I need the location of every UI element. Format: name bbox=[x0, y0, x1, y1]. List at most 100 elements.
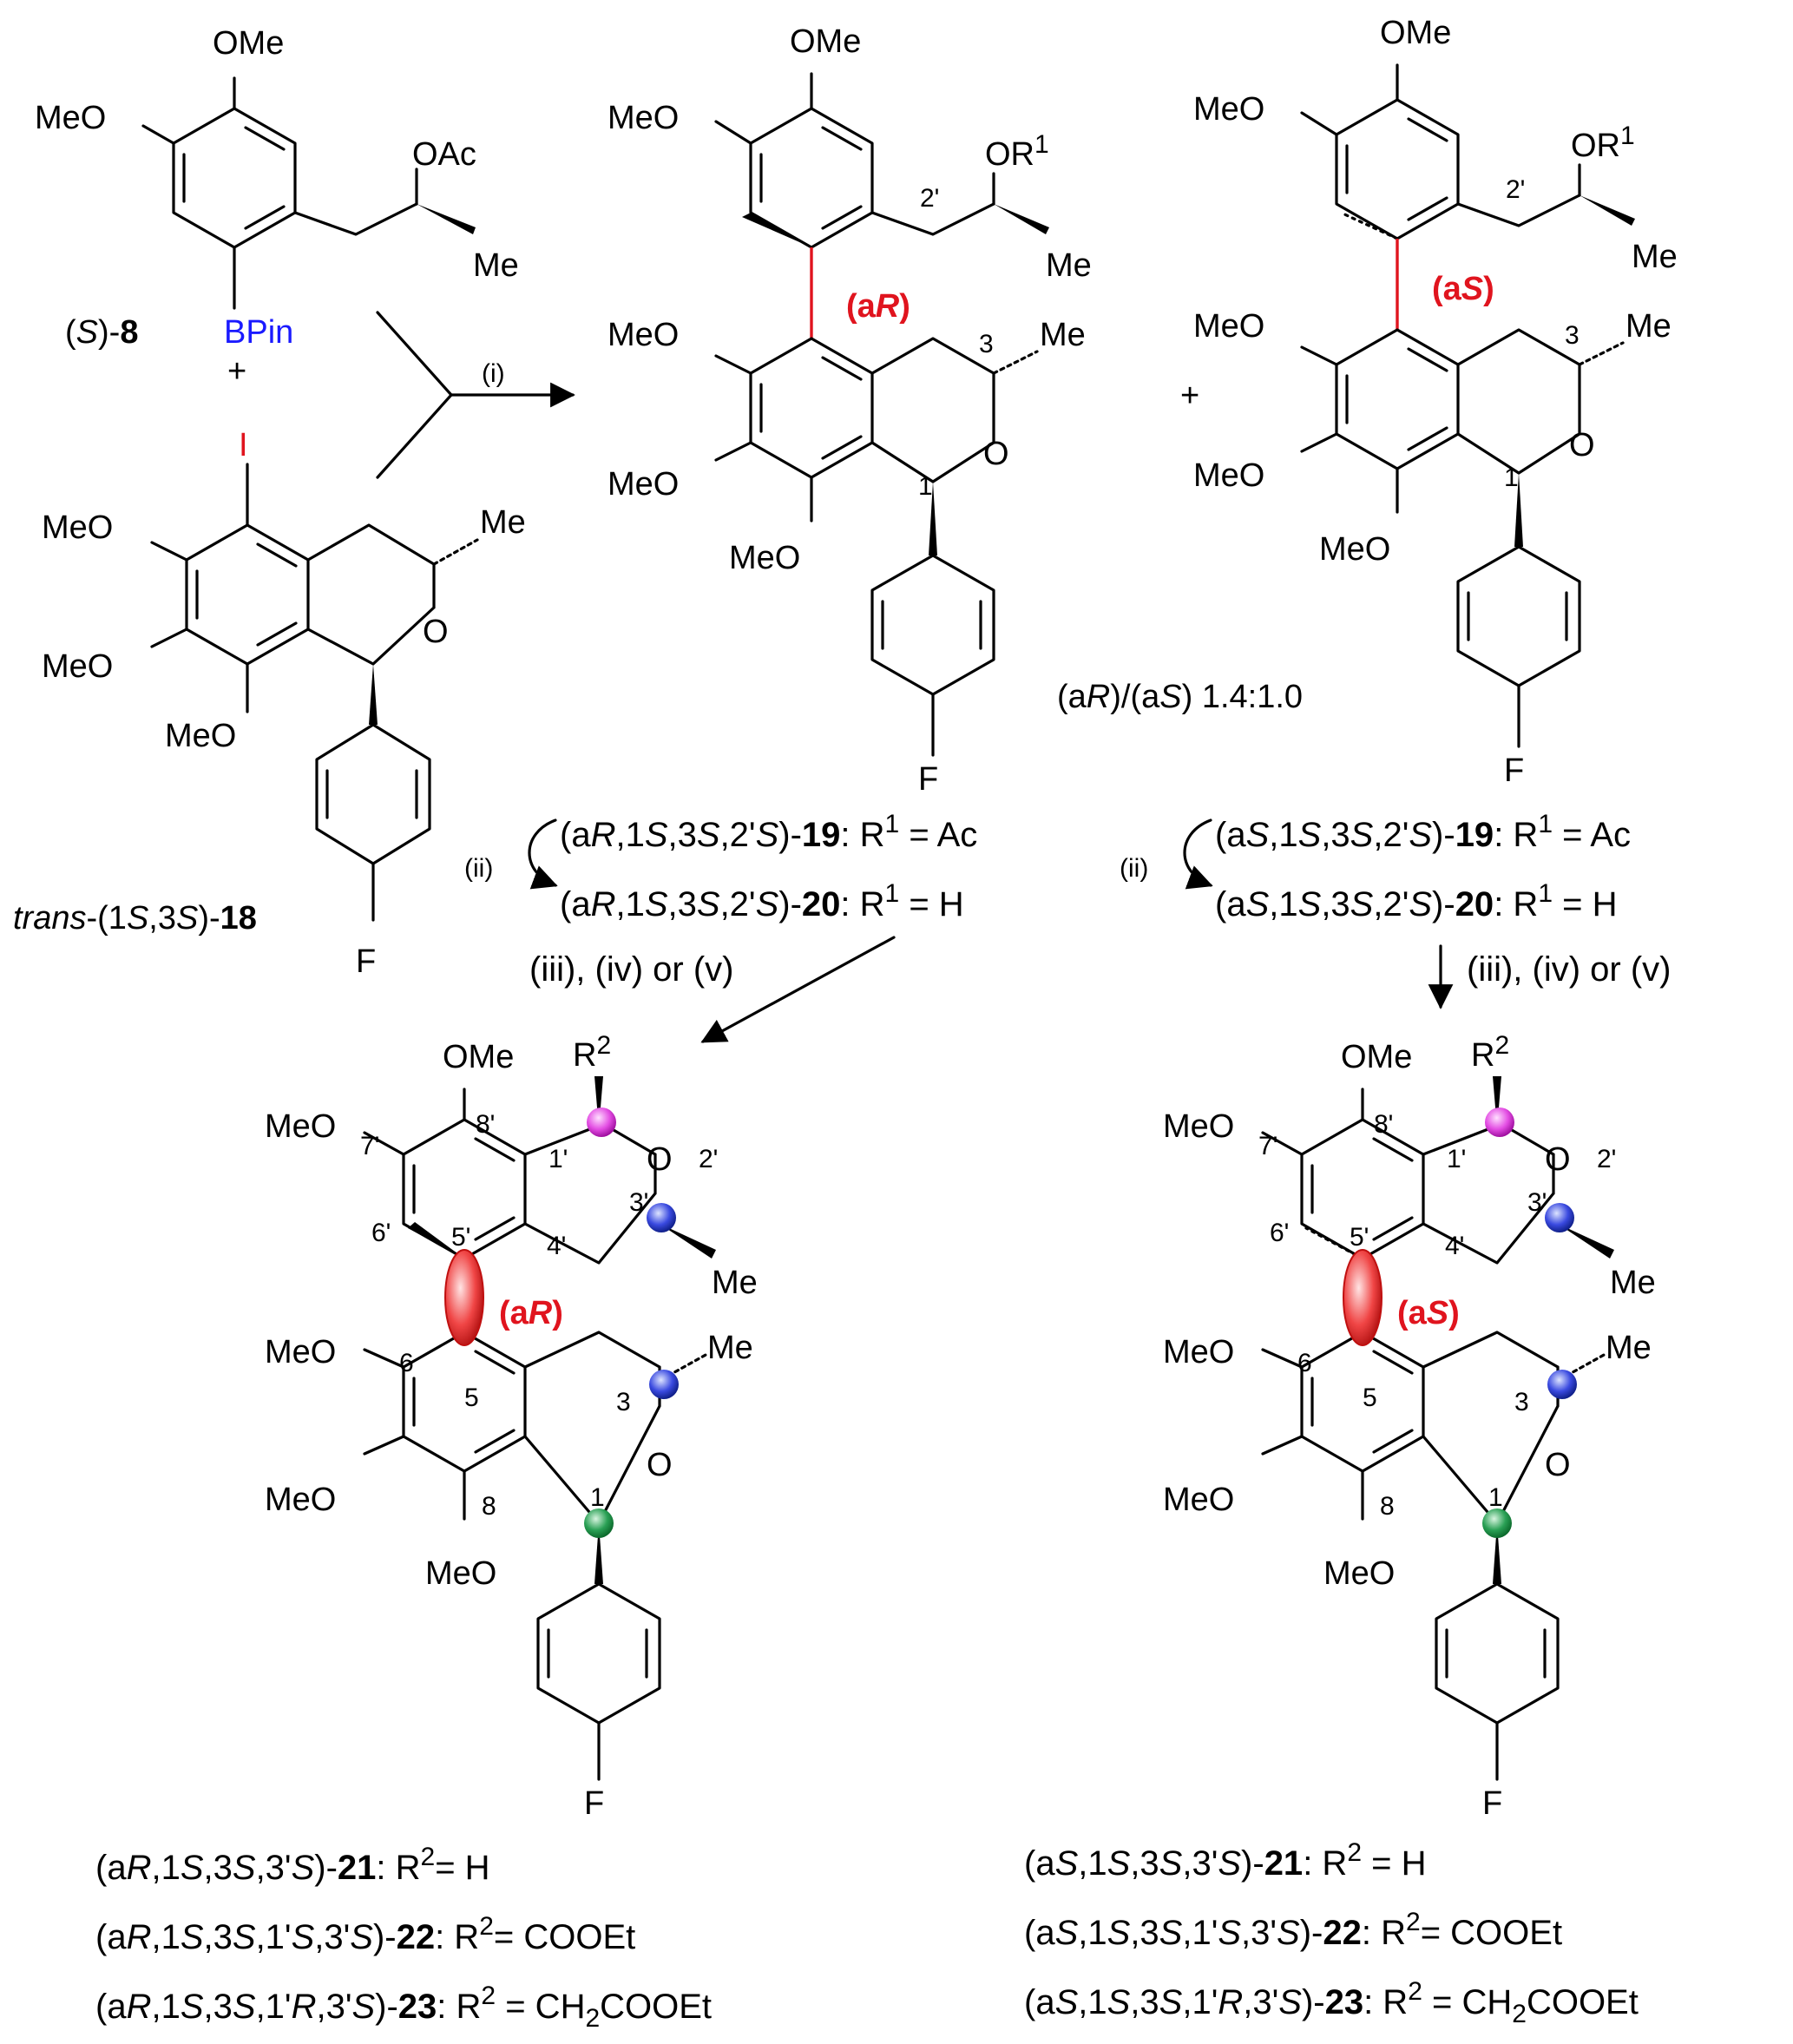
compound-as-21: OMe R2 MeO 7' 8' 1' O 2' 3' 4' 6' 5' Me … bbox=[1163, 1031, 1656, 1822]
label-meo: MeO bbox=[165, 718, 236, 754]
caption-ar-20: (aR,1S,3S,2'S)-20: R1 = H bbox=[560, 879, 964, 923]
label-meo: MeO bbox=[1319, 531, 1390, 568]
caption-ar-21: (aR,1S,3S,3'S)-21: R2= H bbox=[95, 1843, 490, 1887]
compound-ar-21: OMe R2 MeO 7' 8' 1' O 2' 3' 4' 6' 5' Me … bbox=[265, 1031, 758, 1822]
locant-1: 1 bbox=[1488, 1483, 1503, 1512]
stereocenter-marker-3p bbox=[647, 1203, 676, 1232]
label-me: Me bbox=[712, 1265, 758, 1301]
caption-as-22: (aS,1S,3S,1'S,3'S)-22: R2= COOEt bbox=[1024, 1908, 1562, 1952]
locant-7p: 7' bbox=[1258, 1132, 1277, 1160]
label-f: F bbox=[1504, 753, 1524, 789]
label-f: F bbox=[584, 1785, 604, 1822]
locant-8: 8 bbox=[482, 1492, 496, 1521]
step-ii-right: (ii) (aS,1S,3S,2'S)-19: R1 = Ac (aS,1S,3… bbox=[1120, 810, 1631, 923]
caption-as-21: (aS,1S,3S,3'S)-21: R2 = H bbox=[1024, 1838, 1426, 1883]
label-o: O bbox=[1545, 1141, 1571, 1178]
stereocenter-marker-3p bbox=[1545, 1203, 1574, 1232]
compound-as-19: OMe MeO OR1 2' Me (aS) MeO MeO MeO 3 Me … bbox=[1193, 15, 1678, 789]
locant-3p: 3' bbox=[1527, 1188, 1547, 1217]
locant-3: 3 bbox=[1514, 1388, 1529, 1416]
locant-6: 6 bbox=[399, 1349, 414, 1377]
caption-as-23: (aS,1S,3S,1'R,3'S)-23: R2 = CH2COOEt bbox=[1024, 1977, 1639, 2028]
label-r2: R2 bbox=[573, 1031, 611, 1074]
compound-ar-19: OMe MeO OR1 2' Me (aR) MeO MeO MeO 3 Me … bbox=[608, 23, 1092, 798]
locant-1: 1 bbox=[1504, 463, 1519, 492]
caption-ar-19: (aR,1S,3S,2'S)-19: R1 = Ac bbox=[560, 810, 977, 854]
label-meo: MeO bbox=[608, 466, 679, 503]
stereocenter-marker-1 bbox=[1482, 1508, 1512, 1538]
compound-label-18: trans-(1S,3S)-18 bbox=[13, 900, 257, 937]
caption-as-20: (aS,1S,3S,2'S)-20: R1 = H bbox=[1215, 879, 1617, 923]
locant-5p: 5' bbox=[451, 1223, 470, 1252]
conditions-left: (iii), (iv) or (v) bbox=[529, 950, 734, 989]
stereocenter-marker-1p bbox=[587, 1107, 616, 1137]
label-me: Me bbox=[707, 1330, 753, 1366]
ratio-text: (aR)/(aS) 1.4:1.0 bbox=[1057, 679, 1303, 715]
locant-2p: 2' bbox=[699, 1145, 718, 1173]
stereocenter-marker-1 bbox=[584, 1508, 614, 1538]
axial-chirality-marker bbox=[1343, 1249, 1383, 1346]
compound-18: I MeO MeO MeO Me O F trans-(1S,3S)-18 bbox=[13, 427, 526, 980]
locant-5: 5 bbox=[464, 1383, 479, 1412]
label-me: Me bbox=[473, 247, 519, 284]
stereocenter-marker-1p bbox=[1485, 1107, 1514, 1137]
label-iodo: I bbox=[239, 427, 248, 463]
label-ome: OMe bbox=[443, 1039, 514, 1075]
locant-1: 1 bbox=[590, 1483, 605, 1512]
locant-4p: 4' bbox=[1445, 1232, 1464, 1260]
label-bpin: BPin bbox=[224, 314, 293, 351]
locant-1p: 1' bbox=[548, 1145, 568, 1173]
arrow-left-cyclization bbox=[700, 936, 896, 1043]
compound-s8: OMe MeO OAc Me BPin (S)-8 + bbox=[35, 25, 519, 390]
stereo-tag-as: (aS) bbox=[1397, 1295, 1460, 1331]
label-me: Me bbox=[1046, 247, 1092, 284]
locant-3: 3 bbox=[616, 1388, 631, 1416]
label-o: O bbox=[423, 614, 449, 650]
stereo-tag-as: (aS) bbox=[1432, 271, 1494, 307]
label-o: O bbox=[1545, 1447, 1571, 1483]
step-i-label: (i) bbox=[482, 359, 505, 388]
step-ii-label: (ii) bbox=[464, 854, 493, 883]
locant-5: 5 bbox=[1363, 1383, 1377, 1412]
stereo-tag-ar: (aR) bbox=[499, 1295, 563, 1331]
plus-sign: + bbox=[1180, 378, 1199, 414]
label-meo: MeO bbox=[1193, 457, 1264, 494]
locant-1: 1 bbox=[918, 472, 933, 501]
step-ii-label: (ii) bbox=[1120, 854, 1148, 883]
label-meo: MeO bbox=[42, 648, 113, 685]
step-ii-left: (ii) (aR,1S,3S,2'S)-19: R1 = Ac (aR,1S,3… bbox=[464, 810, 977, 923]
stereocenter-marker-3 bbox=[1547, 1370, 1577, 1399]
label-ome: OMe bbox=[790, 23, 861, 60]
locant-8: 8 bbox=[1380, 1492, 1395, 1521]
locant-2p: 2' bbox=[920, 184, 939, 213]
label-ome: OMe bbox=[1341, 1039, 1412, 1075]
caption-ar-23: (aR,1S,3S,1'R,3'S)-23: R2 = CH2COOEt bbox=[95, 1982, 712, 2033]
compound-label-s8: (S)-8 bbox=[65, 314, 138, 351]
label-meo: MeO bbox=[265, 1108, 336, 1145]
locant-3: 3 bbox=[979, 330, 994, 358]
step-i-arrow: (i) bbox=[376, 311, 575, 479]
locant-7p: 7' bbox=[360, 1132, 379, 1160]
locant-4p: 4' bbox=[547, 1232, 566, 1260]
label-me: Me bbox=[1040, 317, 1086, 353]
label-meo: MeO bbox=[1323, 1555, 1395, 1592]
label-meo: MeO bbox=[1163, 1108, 1234, 1145]
conditions-right: (iii), (iv) or (v) bbox=[1467, 950, 1671, 989]
label-me: Me bbox=[1610, 1265, 1656, 1301]
locant-8p: 8' bbox=[476, 1110, 495, 1139]
locant-3p: 3' bbox=[629, 1188, 648, 1217]
label-f: F bbox=[356, 943, 376, 980]
label-meo: MeO bbox=[265, 1482, 336, 1518]
label-o: O bbox=[647, 1447, 673, 1483]
label-ome: OMe bbox=[1380, 15, 1451, 51]
label-o: O bbox=[647, 1141, 673, 1178]
label-meo: MeO bbox=[425, 1555, 496, 1592]
label-me: Me bbox=[1632, 239, 1678, 275]
label-meo: MeO bbox=[1163, 1482, 1234, 1518]
locant-3: 3 bbox=[1565, 321, 1580, 350]
locant-6p: 6' bbox=[1270, 1219, 1289, 1247]
label-meo: MeO bbox=[1163, 1334, 1234, 1370]
label-meo: MeO bbox=[1193, 308, 1264, 345]
